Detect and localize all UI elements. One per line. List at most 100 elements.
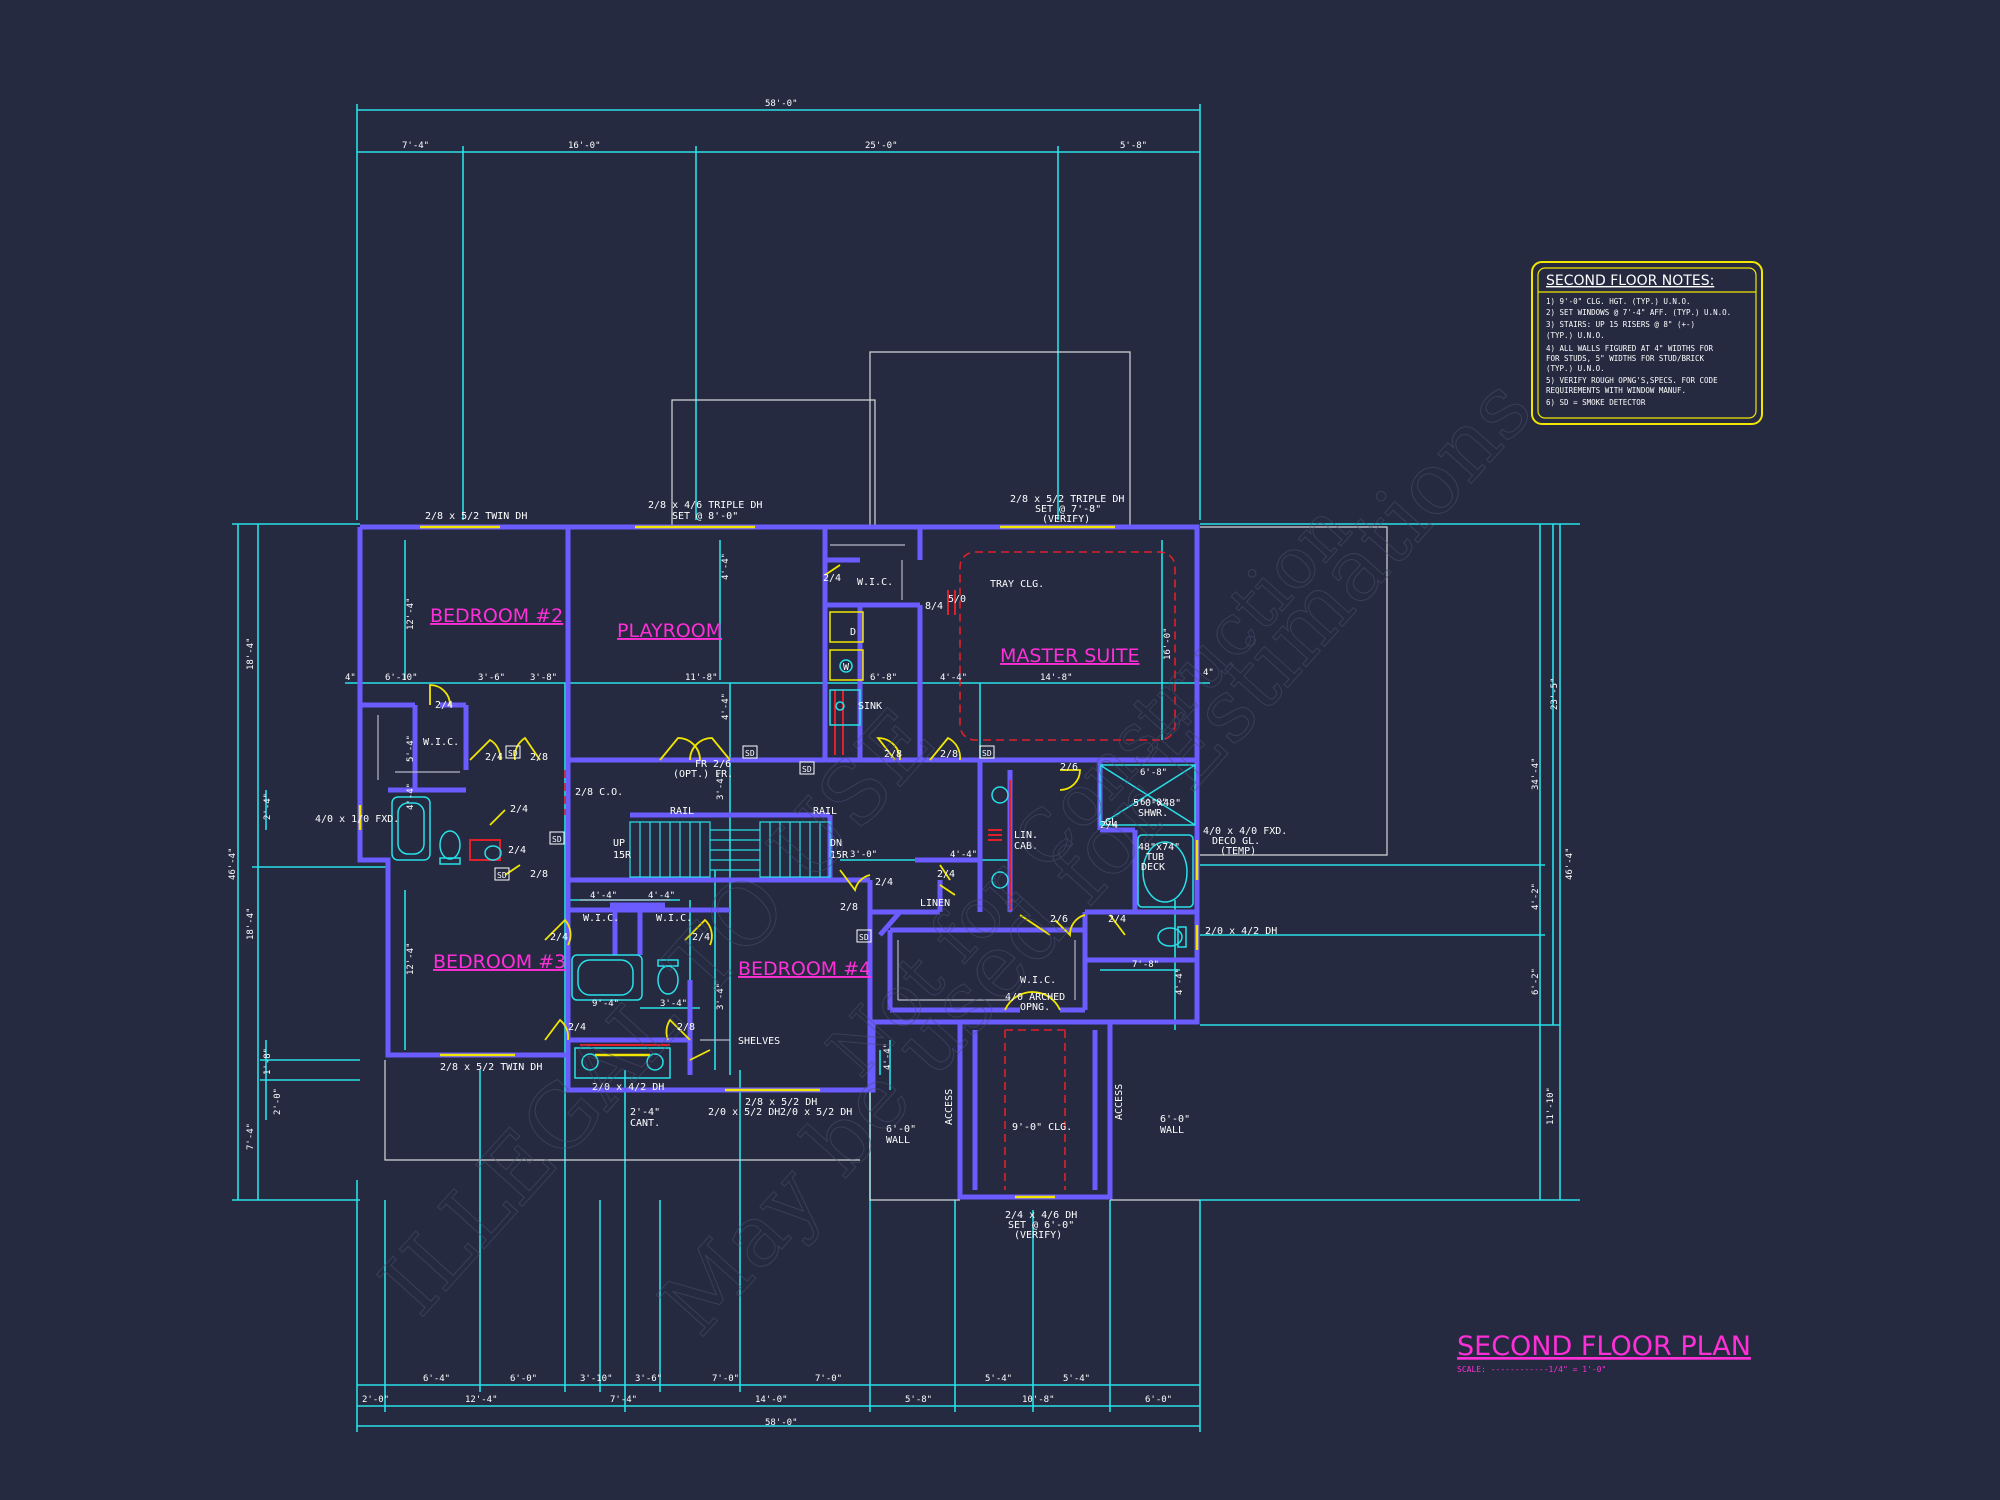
plan-annotation-text: 4/0 ARCHED <box>1005 992 1065 1003</box>
plan-annotation-text: 3'-4" <box>716 773 726 800</box>
plan-annotation-text: 7'-4" <box>610 1395 637 1405</box>
plan-annotation-text: 4'-4" <box>883 1043 893 1070</box>
plan-annotation-text: 3'-6" <box>635 1374 662 1384</box>
plan-annotation-text: 2/6 <box>1050 914 1068 925</box>
windows <box>358 525 1199 1199</box>
smoke-detector[interactable] <box>742 745 758 759</box>
plan-annotation-text: (TYP.) U.N.O. <box>1546 331 1605 340</box>
plan-annotation-text: 8/4 <box>925 601 943 612</box>
plan-annotation-text: 2/4 <box>485 752 503 763</box>
door-swings <box>429 564 1126 1061</box>
plan-annotation-text: 25'-0" <box>865 141 898 151</box>
plan-annotation-text: 16'-0" <box>1163 627 1173 660</box>
plan-annotation-text: 4'-4" <box>590 891 617 901</box>
plan-annotation-text: (TEMP) <box>1220 846 1256 857</box>
plan-annotation-text: 3'-6" <box>478 673 505 683</box>
plan-annotation-text: 2/4 <box>568 1022 586 1033</box>
plan-annotation-text: 3'-4" <box>716 983 726 1010</box>
plan-annotation-text: 12'-4" <box>406 597 416 630</box>
plan-annotation-text: 5'-8" <box>905 1395 932 1405</box>
plan-annotation-text: 46'-4" <box>228 847 238 880</box>
plan-annotation-text: 2'-4" <box>263 793 273 820</box>
plan-annotation-text: W.I.C. <box>857 577 893 588</box>
plan-annotation-text: 5'-4" <box>1063 1374 1090 1384</box>
room-label-bedroom-2: BEDROOM #2 <box>430 605 563 627</box>
plan-annotation-text: SD <box>745 749 755 758</box>
plan-annotation-text: 4/0 x 1/0 FXD. <box>315 814 399 825</box>
plan-scale: SCALE: ------------1/4" = 1'-0" <box>1457 1365 1606 1374</box>
room-label-bedroom-3: BEDROOM #3 <box>433 951 566 973</box>
plan-annotation-text: 2/4 <box>510 804 528 815</box>
plan-annotation-text: 2/4 <box>875 877 893 888</box>
plan-annotation-text: W.I.C. <box>583 913 619 924</box>
plan-annotation-text: WALL <box>886 1135 910 1146</box>
plan-annotation-text: 2/4 <box>435 700 453 711</box>
plumbing-fixtures <box>391 611 1196 1079</box>
plan-annotation-text: 11'-10" <box>1546 1087 1556 1125</box>
plan-annotation-text: 2/8 x 5/2 DH <box>745 1097 817 1108</box>
plan-annotation-text: W.I.C. <box>423 737 459 748</box>
notes-title: SECOND FLOOR NOTES: <box>1546 273 1714 289</box>
plan-annotation-text: 2/8 x 5/2 TWIN DH <box>425 511 527 522</box>
plan-annotation-text: OPNG. <box>1020 1002 1050 1013</box>
stairs <box>629 821 831 878</box>
closet-shelves <box>377 544 1076 1041</box>
plan-annotation-text: (OPT.) FR. <box>673 769 733 780</box>
plan-annotation-text: LINEN <box>920 898 950 909</box>
plan-annotation-text: ACCESS <box>1114 1084 1125 1120</box>
plan-annotation-text: DECK <box>1141 862 1165 873</box>
door-size-labels: 2/4 2/4 2/8 2/4 2/8 2/4 2/4 2/4 2/8 2/8 … <box>435 573 1126 1033</box>
plan-annotation-text: 6) SD = SMOKE DETECTOR <box>1546 398 1646 407</box>
plan-annotation-text: FOR STUDS, 5" WIDTHS FOR STUD/BRICK <box>1546 354 1705 363</box>
room-label-master-suite: MASTER SUITE <box>1000 645 1140 667</box>
plan-annotation-text: 2/8 <box>940 749 958 760</box>
dimension-text: 58'-0" 7'-4" 16'-0" 25'-0" 5'-8" 58'-0" … <box>228 99 1575 1428</box>
notes-border-outer <box>1531 261 1763 425</box>
notes-border-inner <box>1537 267 1757 419</box>
plan-annotation-text: 2/8 x 5/2 TRIPLE DH <box>1010 494 1124 505</box>
plan-annotation-text: TUB <box>1146 852 1164 863</box>
plan-annotation-text: 4) ALL WALLS FIGURED AT 4" WIDTHS FOR <box>1546 344 1714 353</box>
plan-annotation-text: 2/0 x 5/2 DH <box>708 1107 780 1118</box>
smoke-detector[interactable] <box>549 831 565 845</box>
smoke-detectors[interactable] <box>494 745 995 943</box>
plan-annotation-text: 10'-8" <box>1022 1395 1055 1405</box>
plan-annotation-text: 18'-4" <box>246 907 256 940</box>
smoke-detector[interactable] <box>856 929 872 943</box>
second-floor-notes: SECOND FLOOR NOTES: 1) 9'-0" CLG. HGT. (… <box>1531 261 1763 425</box>
plan-annotation-text: 48"x74" <box>1138 842 1180 853</box>
plan-annotation-text: WALL <box>1160 1125 1184 1136</box>
plan-annotation-text: 12'-4" <box>406 942 416 975</box>
plan-annotation-text: 2/4 <box>1100 820 1118 831</box>
plan-annotation-text: 4/0 x 4/0 FXD. <box>1203 826 1287 837</box>
plan-annotation-text: 2'-0" <box>273 1088 283 1115</box>
plan-annotation-text: 2/4 <box>937 869 955 880</box>
plan-annotation-text: 18'-4" <box>246 637 256 670</box>
smoke-detector[interactable] <box>979 745 995 759</box>
plan-annotation-text: 2/8 <box>840 902 858 913</box>
smoke-detector[interactable] <box>494 867 510 881</box>
plan-title: SECOND FLOOR PLAN <box>1457 1331 1751 1362</box>
plan-annotation-text: 5'-4" <box>985 1374 1012 1384</box>
plan-annotation-text: 2/4 <box>823 573 841 584</box>
smoke-detector-labels: SD SD SD SD SD SD SD <box>497 749 992 942</box>
plan-annotation-text: SET @ 7'-8" <box>1035 504 1101 515</box>
plan-annotation-text: 9'-4" <box>592 999 619 1009</box>
plan-annotation-text: W.I.C. <box>656 913 692 924</box>
plan-annotation-text: 7'-8" <box>1132 960 1159 970</box>
plan-annotation-text: 6'-2" <box>1531 968 1541 995</box>
plan-annotation-text: 46'-4" <box>1565 847 1575 880</box>
smoke-detector[interactable] <box>799 761 815 775</box>
plan-annotation-text: 4'-4" <box>950 850 977 860</box>
plan-annotation-text: 11'-8" <box>685 673 718 683</box>
plan-annotation-text: 6'-0" <box>510 1374 537 1384</box>
plan-annotation-text: 6'-10" <box>385 673 418 683</box>
plan-annotation-text: 4" <box>1203 668 1214 678</box>
plan-annotation-text: 5/0 <box>948 594 966 605</box>
plan-annotation-text: 3) STAIRS: UP 15 RISERS @ 8" (+-) <box>1546 320 1695 329</box>
smoke-detector[interactable] <box>505 745 521 759</box>
plan-annotation-text: 3'-0" <box>850 850 877 860</box>
plan-annotation-text: 1) 9'-0" CLG. HGT. (TYP.) U.N.O. <box>1546 297 1691 306</box>
plan-annotation-text: 2/8 x 5/2 TWIN DH <box>440 1062 542 1073</box>
